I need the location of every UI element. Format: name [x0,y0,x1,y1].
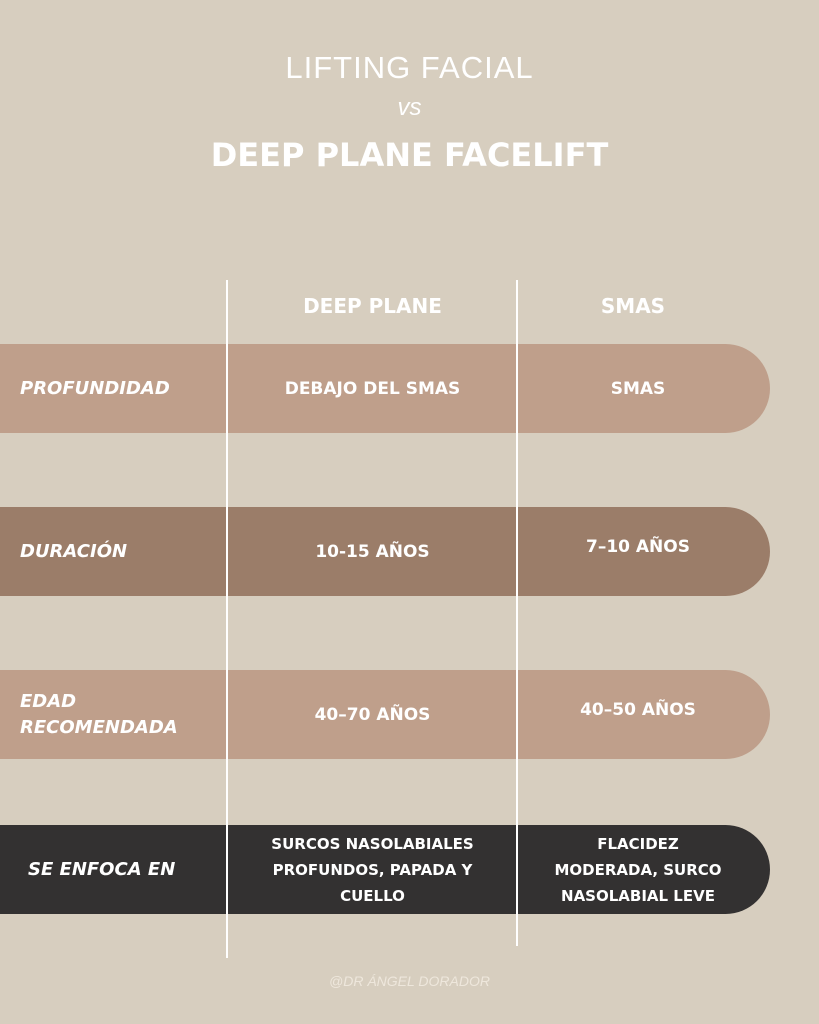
row-duracion: DURACIÓN 10-15 AÑOS 7–10 AÑOS [0,507,770,596]
column-divider [226,280,228,958]
deep-plane-value: SURCOS NASOLABIALES PROFUNDOS, PAPADA Y … [271,834,474,905]
smas-value: SMAS [610,378,666,399]
row-edad-recomendada: EDAD RECOMENDADA 40–70 AÑOS 40–50 AÑOS [0,670,770,759]
row-label: EDAD RECOMENDADA [20,690,178,738]
row-se-enfoca-en: SE ENFOCA EN SURCOS NASOLABIALES PROFUND… [0,825,770,914]
smas-value: FLACIDEZ MODERADA, SURCO NASOLABIAL LEVE [554,834,722,905]
deep-plane-value: 40–70 AÑOS [314,704,431,725]
row-label: PROFUNDIDAD [20,377,170,399]
column-header-smas: SMAS [600,294,666,318]
footer-handle: @DR ÁNGEL DORADOR [329,973,490,989]
title-vs: VS [397,94,422,121]
column-header-deep-plane: DEEP PLANE [303,294,442,318]
row-label: SE ENFOCA EN [28,858,176,880]
row-profundidad: PROFUNDIDAD DEBAJO DEL SMAS SMAS [0,344,770,433]
row-label: DURACIÓN [20,540,128,562]
smas-value: 40–50 AÑOS [580,699,696,720]
title-line1: LIFTING FACIAL [285,50,534,85]
title-line2: DEEP PLANE FACELIFT [210,136,609,174]
deep-plane-value: 10-15 AÑOS [315,541,430,562]
column-divider [516,280,518,946]
smas-value: 7–10 AÑOS [586,536,690,557]
deep-plane-value: DEBAJO DEL SMAS [284,378,461,399]
